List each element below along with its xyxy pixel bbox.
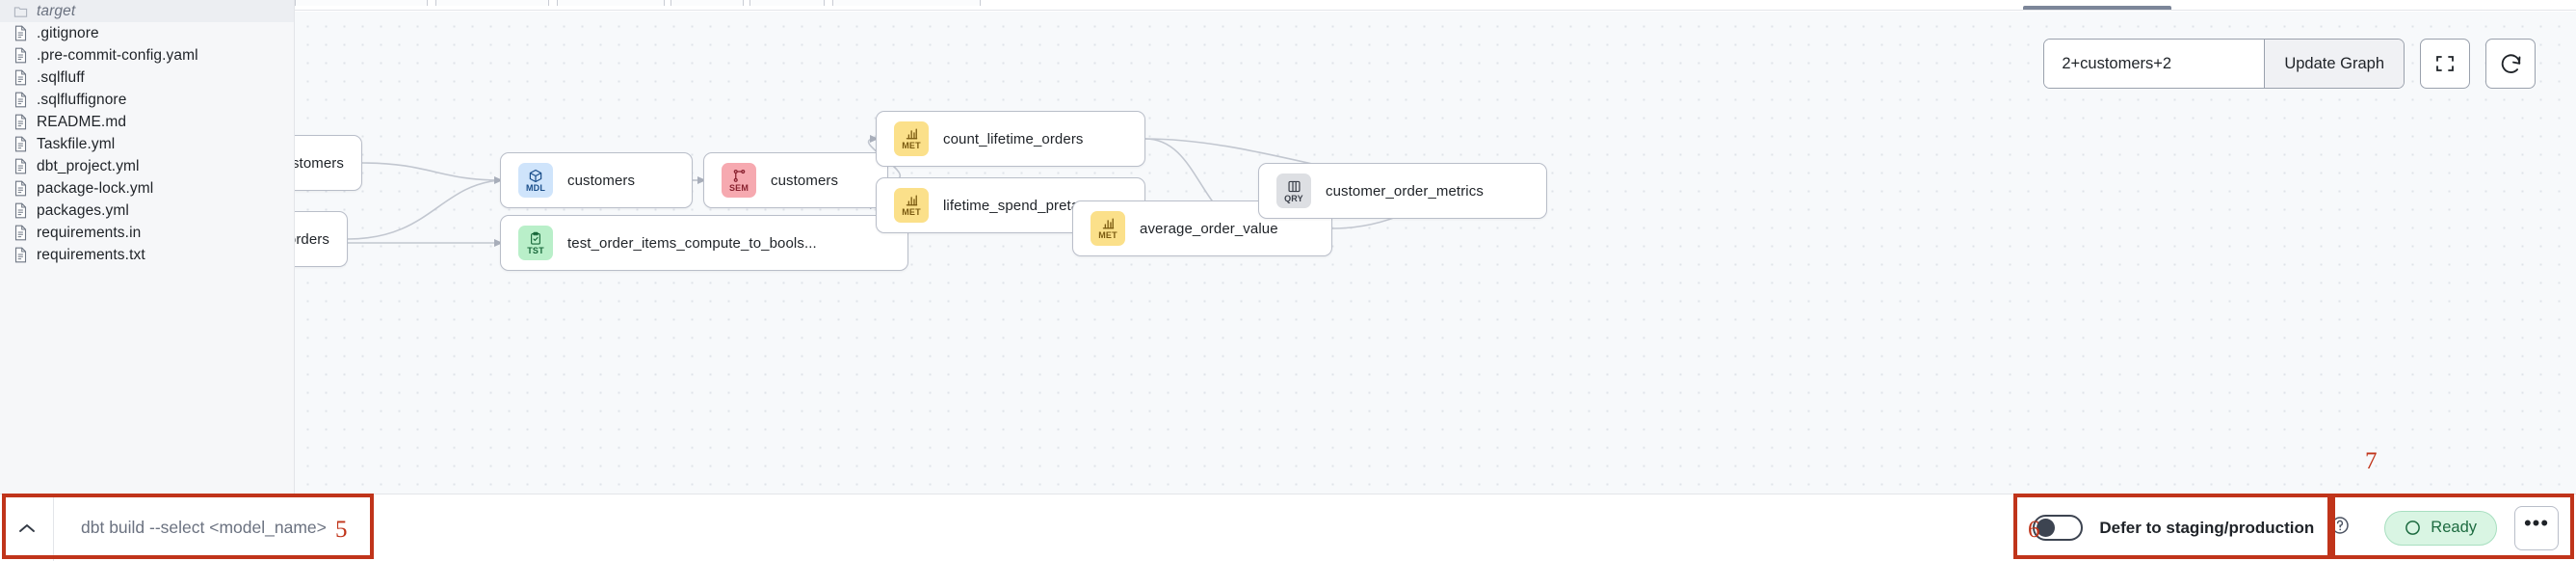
graph-node-label: customers [567,172,636,189]
tab-stub[interactable] [295,0,428,6]
met-badge-icon: MET [894,121,929,156]
file-row[interactable]: .sqlfluffignore [0,89,294,111]
badge-abbr: MDL [525,182,546,193]
tab-stub[interactable] [557,0,665,6]
file-label: .sqlfluff [37,68,85,86]
graph-node[interactable]: TST test_order_items_compute_to_bools... [500,215,908,271]
file-icon [13,158,28,174]
more-options-button[interactable]: ••• [2514,505,2559,550]
graph-node-label: stg_customers [295,154,344,172]
mdl-badge-icon: MDL [518,163,553,198]
file-icon [13,136,28,152]
circle-icon [2405,521,2421,535]
folder-icon [13,3,28,19]
graph-node-label: orders [295,230,329,248]
badge-abbr: QRY [1284,193,1303,203]
tab-stub[interactable] [670,0,744,6]
file-row[interactable]: README.md [0,111,294,133]
status-label: Ready [2431,519,2477,536]
file-row[interactable]: target [0,0,294,22]
file-icon [13,25,28,41]
file-label: .sqlfluffignore [37,91,127,108]
file-icon [13,247,28,263]
refresh-icon[interactable] [2485,39,2536,89]
badge-abbr: TST [527,245,544,255]
command-bar-right: Defer to staging/production Ready ••• [1979,494,2576,561]
file-row[interactable]: .sqlfluff [0,67,294,89]
tst-badge-icon: TST [518,226,553,260]
file-label: .pre-commit-config.yaml [37,46,198,64]
graph-node-label: average_order_value [1140,220,1278,237]
file-row[interactable]: .pre-commit-config.yaml [0,44,294,67]
tab-stub[interactable] [832,0,981,6]
tab-stub[interactable] [749,0,825,6]
file-row[interactable]: dbt_project.yml [0,155,294,177]
badge-abbr: SEM [728,182,749,193]
met-badge-icon: MET [1091,211,1125,246]
graph-node-label: test_order_items_compute_to_bools... [567,234,817,252]
node-selector-group: Update Graph [2043,39,2405,89]
file-label: Taskfile.yml [37,135,116,152]
graph-node[interactable]: QRY customer_order_metrics [1258,163,1547,219]
defer-toggle[interactable] [2033,515,2084,541]
fullscreen-icon[interactable] [2420,39,2470,89]
file-icon [13,47,28,64]
file-row[interactable]: requirements.in [0,222,294,244]
sem-badge-icon: SEM [722,163,756,198]
file-label: target [37,2,76,19]
graph-node[interactable]: MET lifetime_spend_pretax [876,177,1145,233]
tab-stub[interactable] [435,0,549,6]
graph-node-label: lifetime_spend_pretax [943,197,1087,214]
graph-node[interactable]: MET count_lifetime_orders [876,111,1145,167]
command-input[interactable] [54,494,746,561]
defer-label: Defer to staging/production [2099,518,2315,537]
chevron-up-icon[interactable] [0,494,54,561]
file-icon [13,92,28,108]
file-icon [13,202,28,219]
command-bar: Defer to staging/production Ready ••• [0,494,2576,561]
file-row[interactable]: .gitignore [0,22,294,44]
graph-toolbar: Update Graph [2043,39,2536,89]
defer-toggle-group: Defer to staging/production [1979,494,2371,561]
graph-node[interactable]: SEM customers [703,152,888,208]
graph-node[interactable]: MDL customers [500,152,693,208]
graph-node-label: customer_order_metrics [1326,182,1484,200]
file-row[interactable]: package-lock.yml [0,177,294,200]
update-graph-button[interactable]: Update Graph [2264,40,2404,88]
toggle-knob [2037,519,2056,537]
met-badge-icon: MET [894,188,929,223]
file-icon [13,114,28,130]
badge-abbr: MET [902,141,921,150]
status-badge[interactable]: Ready [2384,510,2497,546]
qry-badge-icon: QRY [1276,174,1311,208]
graph-node[interactable]: orders [295,211,348,267]
file-row[interactable]: Taskfile.yml [0,133,294,155]
badge-abbr: MET [902,207,921,217]
file-label: packages.yml [37,201,129,219]
file-label: README.md [37,113,127,130]
graph-node-label: count_lifetime_orders [943,130,1084,147]
file-label: requirements.in [37,224,142,241]
node-selector-input[interactable] [2044,40,2265,88]
graph-node-label: customers [771,172,839,189]
editor-tab-strip [295,0,2576,11]
active-tab-indicator [2023,6,2171,10]
file-label: package-lock.yml [37,179,154,197]
file-row[interactable]: packages.yml [0,200,294,222]
file-icon [13,69,28,86]
file-row[interactable]: requirements.txt [0,244,294,266]
graph-node[interactable]: stg_customers [295,135,362,191]
file-explorer-sidebar: target .gitignore .pre-commit-config.yaml.… [0,0,295,494]
file-label: .gitignore [37,24,99,41]
question-circle-icon[interactable] [2330,516,2350,540]
file-icon [13,225,28,241]
file-icon [13,180,28,197]
badge-abbr: MET [1098,230,1117,240]
file-label: requirements.txt [37,246,145,263]
file-label: dbt_project.yml [37,157,140,174]
